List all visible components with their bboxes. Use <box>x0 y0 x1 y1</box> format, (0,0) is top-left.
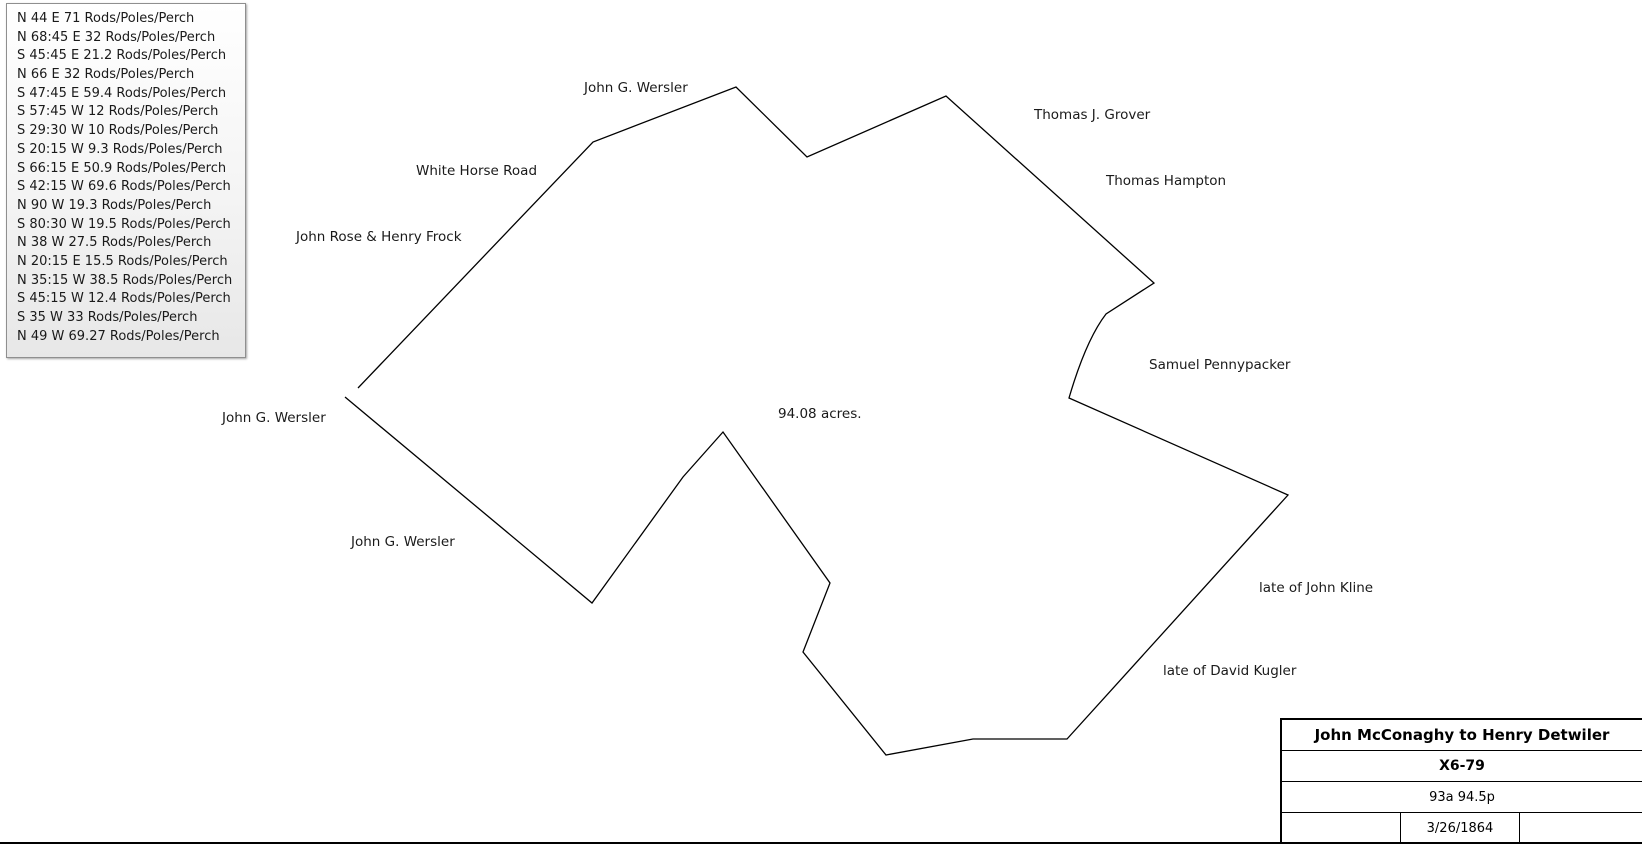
call-line: N 90 W 19.3 Rods/Poles/Perch <box>17 197 212 213</box>
call-line: S 45:15 W 12.4 Rods/Poles/Perch <box>17 291 231 307</box>
call-line: N 20:15 E 15.5 Rods/Poles/Perch <box>17 253 228 269</box>
title-block: John McConaghy to Henry Detwiler X6-79 9… <box>1280 718 1642 842</box>
call-line: N 35:15 W 38.5 Rods/Poles/Perch <box>17 272 233 288</box>
area-label: 94.08 acres. <box>778 406 862 422</box>
call-line: N 66 E 32 Rods/Poles/Perch <box>17 67 195 83</box>
date-row-blank-right <box>1520 813 1642 842</box>
adjoiner-label-thomas-grover: Thomas J. Grover <box>1034 107 1151 123</box>
adjoiner-label-wersler-bottom: John G. Wersler <box>351 534 455 550</box>
call-line: S 35 W 33 Rods/Poles/Perch <box>17 310 198 325</box>
call-line: S 45:45 E 21.2 Rods/Poles/Perch <box>17 48 227 64</box>
call-line: S 20:15 W 9.3 Rods/Poles/Perch <box>17 141 223 157</box>
deed-date: 3/26/1864 <box>1401 813 1520 842</box>
deed-reference: X6-79 <box>1282 751 1642 782</box>
adjoiner-label-late-kline: late of John Kline <box>1259 580 1374 596</box>
adjoiner-label-thomas-hampton: Thomas Hampton <box>1106 173 1227 189</box>
call-line: S 47:45 E 59.4 Rods/Poles/Perch <box>17 85 227 101</box>
adjoiner-label-rose-frock: John Rose & Henry Frock <box>296 229 462 245</box>
call-line: S 42:15 W 69.6 Rods/Poles/Perch <box>17 179 231 195</box>
call-line: N 44 E 71 Rods/Poles/Perch <box>17 11 195 26</box>
tract-boundary-line <box>344 86 1290 756</box>
adjoiner-label-white-horse-road: White Horse Road <box>416 163 538 179</box>
metes-and-bounds-list: N 44 E 71 Rods/Poles/Perch N 68:45 E 32 … <box>6 3 246 358</box>
adjoiner-label-late-kugler: late of David Kugler <box>1163 663 1297 679</box>
date-row-blank-left <box>1282 813 1401 842</box>
deed-area: 93a 94.5p <box>1282 782 1642 813</box>
deed-title: John McConaghy to Henry Detwiler <box>1282 720 1642 751</box>
deed-date-row: 3/26/1864 <box>1282 813 1642 842</box>
adjoiner-label-samuel-pennypacker: Samuel Pennypacker <box>1149 357 1291 373</box>
adjoiner-label-wersler-left: John G. Wersler <box>222 410 326 426</box>
call-line: N 38 W 27.5 Rods/Poles/Perch <box>17 235 212 251</box>
call-line: S 66:15 E 50.9 Rods/Poles/Perch <box>17 160 227 176</box>
adjoiner-label-wersler-top: John G. Wersler <box>584 80 688 96</box>
call-line: N 49 W 69.27 Rods/Poles/Perch <box>17 328 220 344</box>
call-line: S 80:30 W 19.5 Rods/Poles/Perch <box>17 216 231 232</box>
call-line: S 29:30 W 10 Rods/Poles/Perch <box>17 123 219 139</box>
call-line: S 57:45 W 12 Rods/Poles/Perch <box>17 104 219 120</box>
call-line: N 68:45 E 32 Rods/Poles/Perch <box>17 29 216 45</box>
